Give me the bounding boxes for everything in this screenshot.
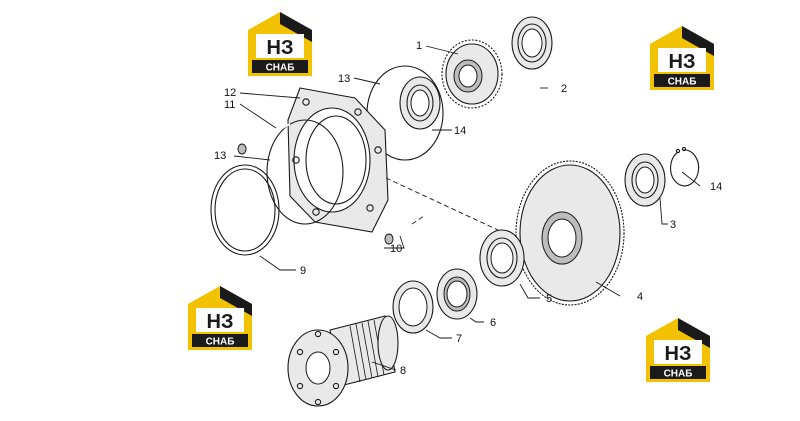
callout-4: 4 <box>637 291 643 303</box>
part-splined-hub <box>287 315 399 407</box>
callout-13-lower: 13 <box>214 150 226 162</box>
brand-logo-bottom-right: НЗ СНАБ <box>646 318 710 382</box>
part-oring-lower <box>266 119 344 225</box>
part-bearing-top <box>511 16 553 70</box>
callout-8: 8 <box>400 365 406 377</box>
part-circlip-right <box>670 146 700 187</box>
callout-12: 12 <box>224 87 236 99</box>
logo-caption-text: СНАБ <box>668 77 697 88</box>
callout-9: 9 <box>300 265 306 277</box>
callout-3: 3 <box>670 219 676 231</box>
brand-logo-top-left: НЗ СНАБ <box>248 12 312 76</box>
assembly-axis-dash <box>411 215 425 225</box>
part-large-snap-ring <box>210 164 280 256</box>
logo-mark-text: НЗ <box>669 51 696 73</box>
part-bearing-right <box>624 153 666 207</box>
part-washer <box>392 280 434 334</box>
logo-mark-text: НЗ <box>267 37 294 59</box>
logo-mark-text: НЗ <box>665 343 692 365</box>
callout-13-upper: 13 <box>338 73 350 85</box>
part-bolt-upper <box>237 123 291 155</box>
part-housing-flange <box>287 87 389 233</box>
callout-14-upper: 14 <box>454 125 466 137</box>
part-bearing-middle <box>479 229 525 287</box>
part-small-gear <box>441 39 503 109</box>
logo-caption-text: СНАБ <box>664 369 693 380</box>
callout-11: 11 <box>224 99 235 111</box>
callout-1: 1 <box>416 40 422 52</box>
callout-labels: 1 2 3 4 5 6 7 8 9 10 11 12 13 13 14 14 <box>214 40 722 377</box>
logo-caption-text: СНАБ <box>266 63 295 74</box>
callout-14-right: 14 <box>710 181 722 193</box>
brand-logo-top-right: НЗ СНАБ <box>650 26 714 90</box>
brand-logo-bottom-left: НЗ СНАБ <box>188 286 252 350</box>
leader-lines <box>233 45 701 371</box>
callout-5: 5 <box>546 293 552 305</box>
part-bearing-upper <box>399 76 441 130</box>
assembly-axis-dash <box>385 177 499 231</box>
callout-10: 10 <box>390 243 402 255</box>
callout-7: 7 <box>456 333 462 345</box>
callout-2: 2 <box>561 83 567 95</box>
callout-6: 6 <box>490 317 496 329</box>
logo-caption-text: СНАБ <box>206 337 235 348</box>
part-large-gear <box>515 160 625 306</box>
part-seal <box>436 268 478 320</box>
logo-mark-text: НЗ <box>207 311 234 333</box>
part-bolt-lower <box>384 225 411 245</box>
